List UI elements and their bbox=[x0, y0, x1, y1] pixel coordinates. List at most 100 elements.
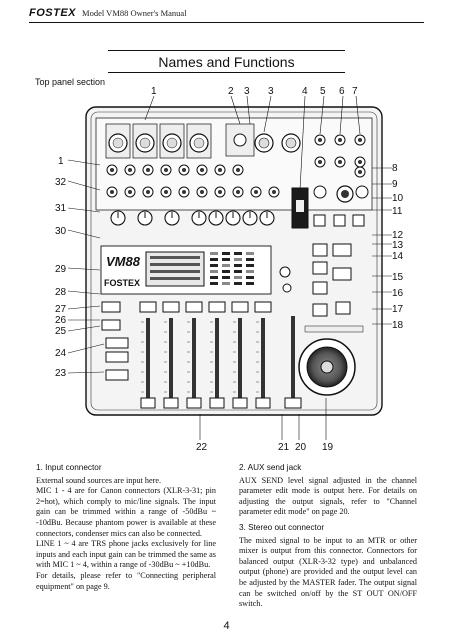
callout-number: 31 bbox=[55, 203, 67, 214]
fader-slot bbox=[261, 318, 265, 404]
button-17a bbox=[312, 303, 328, 317]
right-jack-column bbox=[314, 134, 366, 178]
button-11c bbox=[352, 214, 365, 227]
callout-leader bbox=[299, 95, 306, 191]
output-jack-hole bbox=[358, 160, 362, 164]
page-title: Names and Functions bbox=[158, 53, 295, 70]
input-jack-hole bbox=[128, 168, 132, 172]
input-jack-hole bbox=[182, 168, 186, 172]
lcd-segment bbox=[150, 263, 200, 266]
insert-jack-hole bbox=[146, 190, 150, 194]
button-25 bbox=[101, 319, 121, 331]
status-led bbox=[234, 270, 242, 273]
description-heading: 3. Stereo out connector bbox=[239, 522, 325, 532]
status-led bbox=[246, 264, 254, 267]
callout-leader bbox=[319, 95, 325, 135]
fader-slot bbox=[192, 318, 196, 404]
lcd-segment bbox=[150, 256, 200, 259]
status-led bbox=[246, 252, 254, 255]
lcd-segment bbox=[150, 270, 200, 273]
callout-leader bbox=[67, 267, 101, 271]
lcd-segments bbox=[150, 256, 200, 280]
channel-select-button bbox=[231, 301, 249, 313]
fader-cap bbox=[186, 397, 202, 409]
insert-jack-hole bbox=[182, 190, 186, 194]
insert-jack-hole bbox=[128, 190, 132, 194]
button-28 bbox=[282, 283, 292, 293]
xlr-input-row bbox=[105, 123, 212, 159]
callout-number: 1 bbox=[151, 86, 157, 97]
callout-number: 29 bbox=[55, 264, 67, 275]
insert-jack-hole bbox=[272, 190, 276, 194]
status-led bbox=[222, 282, 230, 285]
section-label: Top panel section bbox=[35, 77, 106, 87]
button-11a bbox=[313, 214, 326, 227]
jog-button-29 bbox=[279, 266, 291, 278]
callout-number: 5 bbox=[320, 86, 326, 97]
status-led bbox=[246, 270, 254, 273]
callout-leader bbox=[67, 207, 101, 213]
callout-number: 30 bbox=[55, 226, 67, 237]
callout-number: 19 bbox=[322, 442, 334, 453]
master-fader-slot bbox=[291, 316, 295, 406]
insert-jack-hole bbox=[236, 190, 240, 194]
callout-number: 12 bbox=[392, 230, 404, 241]
status-led bbox=[234, 276, 242, 279]
status-led bbox=[234, 258, 242, 261]
output-jack-hole bbox=[318, 160, 322, 164]
xlr-input-pins bbox=[193, 137, 205, 149]
callout-number: 3 bbox=[268, 86, 274, 97]
callout-leader bbox=[339, 95, 344, 135]
channel-select-button bbox=[254, 301, 272, 313]
callout-number: 22 bbox=[196, 442, 208, 453]
description-item-3: 3. Stereo out connector The mixed signal… bbox=[239, 523, 417, 610]
callout-number: 18 bbox=[392, 320, 404, 331]
status-led bbox=[222, 264, 230, 267]
master-fader-cap bbox=[284, 397, 302, 409]
description-heading: 2. AUX send jack bbox=[239, 463, 302, 472]
status-led bbox=[222, 258, 230, 261]
button-27 bbox=[101, 301, 121, 313]
button-24b bbox=[105, 351, 129, 363]
status-led-grid bbox=[210, 252, 254, 285]
aux-send-jack bbox=[233, 133, 247, 147]
lcd-segment bbox=[150, 277, 200, 280]
callout-number: 10 bbox=[392, 193, 404, 204]
fader-cap bbox=[255, 397, 271, 409]
model-badge: VM88 bbox=[106, 254, 141, 269]
master-knob bbox=[355, 185, 369, 199]
callout-number: 9 bbox=[392, 179, 398, 190]
input-jack-hole bbox=[110, 168, 114, 172]
status-led bbox=[234, 282, 242, 285]
callout-number: 11 bbox=[392, 206, 403, 217]
description-paragraph: AUX SEND level signal adjusted in the ch… bbox=[239, 475, 417, 517]
output-jack-hole bbox=[318, 138, 322, 142]
input-jack-hole bbox=[236, 168, 240, 172]
callout-leader bbox=[67, 180, 101, 191]
channel-select-button bbox=[185, 301, 203, 313]
description-column-left: 1. Input connector External sound source… bbox=[36, 463, 216, 592]
input-jack-hole bbox=[164, 168, 168, 172]
callout-leader bbox=[263, 95, 272, 133]
channel-select-button bbox=[162, 301, 180, 313]
status-led bbox=[222, 252, 230, 255]
callout-number: 13 bbox=[392, 240, 404, 251]
input-jack-hole bbox=[218, 168, 222, 172]
output-jack-hole bbox=[358, 170, 362, 174]
status-led bbox=[210, 258, 218, 261]
callout-number: 16 bbox=[392, 288, 404, 299]
callout-number: 28 bbox=[55, 287, 67, 298]
status-led bbox=[210, 276, 218, 279]
input-jack-hole bbox=[200, 168, 204, 172]
status-led bbox=[246, 282, 254, 285]
insert-jack-hole bbox=[254, 190, 258, 194]
callout-number: 32 bbox=[55, 177, 67, 188]
callout-number: 4 bbox=[302, 86, 308, 97]
device-logo: FOSTEX bbox=[104, 278, 140, 288]
callout-number: 15 bbox=[392, 272, 404, 283]
insert-jack-hole bbox=[164, 190, 168, 194]
callout-number: 26 bbox=[55, 315, 67, 326]
channel-select-button bbox=[208, 301, 226, 313]
output-jack-hole bbox=[358, 138, 362, 142]
